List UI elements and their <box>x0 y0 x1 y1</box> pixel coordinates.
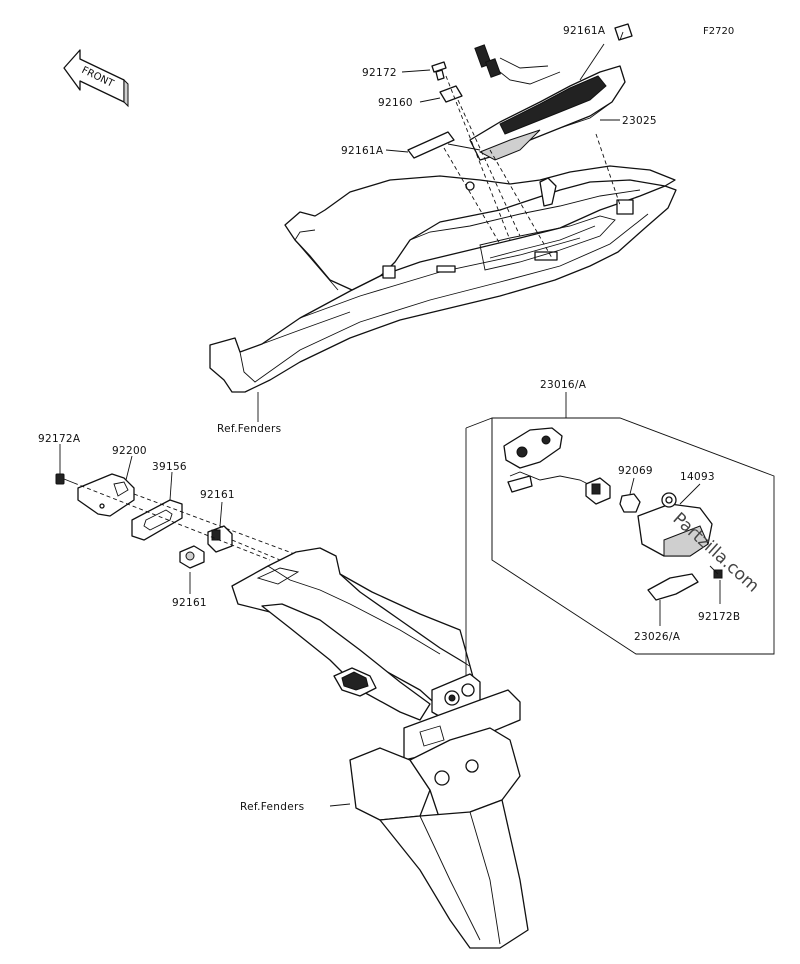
cover-23026A-part <box>647 573 699 601</box>
front-arrow-icon: FRONT <box>63 49 129 108</box>
tail-cover-part <box>209 165 677 393</box>
bulb-92069-part <box>619 493 641 513</box>
license-light-kit-box <box>465 417 775 676</box>
tail-light-housing-part <box>469 23 633 161</box>
part-label-92172A: 92172A <box>38 433 81 445</box>
part-label-92161-upper: 92161 <box>200 489 235 501</box>
part-label-92161A-top: 92161A <box>563 25 606 37</box>
ref-fenders-top-label: Ref.Fenders <box>217 423 281 435</box>
part-label-14093: 14093 <box>680 471 715 483</box>
part-label-92172B: 92172B <box>698 611 740 623</box>
screw-92172A-part <box>55 473 75 485</box>
rear-fender-part <box>231 547 529 949</box>
pad-92160-part <box>439 85 463 103</box>
grommet-92161-upper-part <box>207 525 233 553</box>
gasket-39156-part <box>131 499 183 541</box>
part-label-92069: 92069 <box>618 465 653 477</box>
part-label-92161A-mid: 92161A <box>341 145 384 157</box>
bracket-92200-part <box>77 473 135 517</box>
ref-fenders-bottom-label: Ref.Fenders <box>240 801 304 813</box>
part-label-92172: 92172 <box>362 67 397 79</box>
license-light-base-part <box>503 427 601 493</box>
socket-part <box>585 477 611 505</box>
lens-14093-part <box>637 492 713 557</box>
pad-92161A-part <box>407 131 455 159</box>
part-label-92160: 92160 <box>378 97 413 109</box>
part-label-23025: 23025 <box>622 115 657 127</box>
bolt-92172-part <box>431 61 447 81</box>
part-label-92161-lower: 92161 <box>172 597 207 609</box>
part-label-23016A: 23016/A <box>540 379 587 391</box>
part-label-39156: 39156 <box>152 461 187 473</box>
grommet-92161-lower-part <box>179 545 205 569</box>
screw-92172B-part <box>709 565 723 579</box>
part-label-92200: 92200 <box>112 445 147 457</box>
diagram-code: F2720 <box>703 26 734 37</box>
part-label-23026A: 23026/A <box>634 631 681 643</box>
